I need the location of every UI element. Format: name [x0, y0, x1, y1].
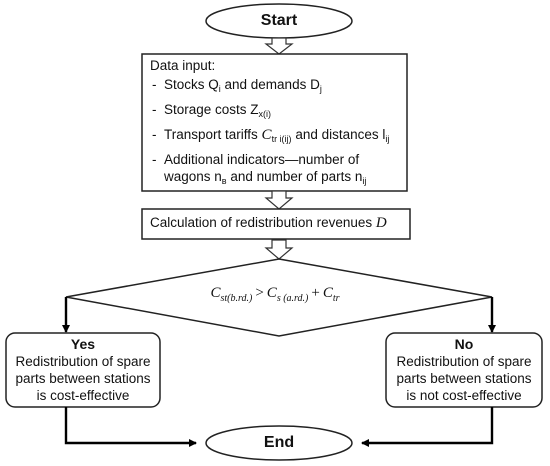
no-head: No: [454, 336, 474, 352]
data-input-text: Data input: Stocks Qi and demands Dj Sto…: [150, 57, 394, 193]
no-box: [385, 332, 543, 408]
hollow-arrow-2: [264, 190, 294, 210]
yes-line-3: is cost-effective: [36, 388, 130, 403]
start-label: Start: [260, 12, 298, 29]
revenue-symbol: D: [375, 215, 387, 231]
yes-to-end-connector: [64, 407, 197, 447]
yes-outcome-text: Yes Redistribution of spare parts betwee…: [8, 336, 158, 404]
data-input-item-additional: Additional indicators—number of wagons n…: [150, 151, 394, 190]
data-input-item-tariffs: Transport tariffs Ctr i(ij) and distance…: [150, 126, 394, 148]
decision-condition: Cst(b.rd.)>Cs (a.rd.)+Ctr: [210, 285, 340, 304]
no-line-3: is not cost-effective: [406, 388, 522, 403]
yes-line-1: Redistribution of spare: [15, 354, 151, 369]
revenue-box: [141, 208, 411, 240]
no-line-1: Redistribution of spare: [396, 354, 532, 369]
hollow-arrow-1: [264, 37, 294, 55]
end-terminal: [205, 425, 353, 461]
yes-line-2: parts between stations: [15, 371, 151, 386]
hollow-arrow-3: [264, 239, 294, 260]
decision-diamond: [65, 258, 493, 337]
data-input-item-stocks: Stocks Qi and demands Dj: [150, 76, 394, 98]
revenue-label: Calculation of redistribution revenues D: [150, 215, 387, 231]
data-input-list: Stocks Qi and demands Dj Storage costs Z…: [150, 76, 394, 190]
no-to-end-connector: [361, 407, 494, 447]
yes-box: [5, 332, 161, 408]
end-label: End: [263, 434, 295, 451]
no-line-2: parts between stations: [396, 371, 532, 386]
yes-head: Yes: [70, 336, 96, 352]
no-outcome-text: No Redistribution of spare parts between…: [388, 336, 540, 404]
data-input-title: Data input:: [150, 58, 216, 73]
data-input-item-storage: Storage costs Zx(i): [150, 101, 394, 123]
